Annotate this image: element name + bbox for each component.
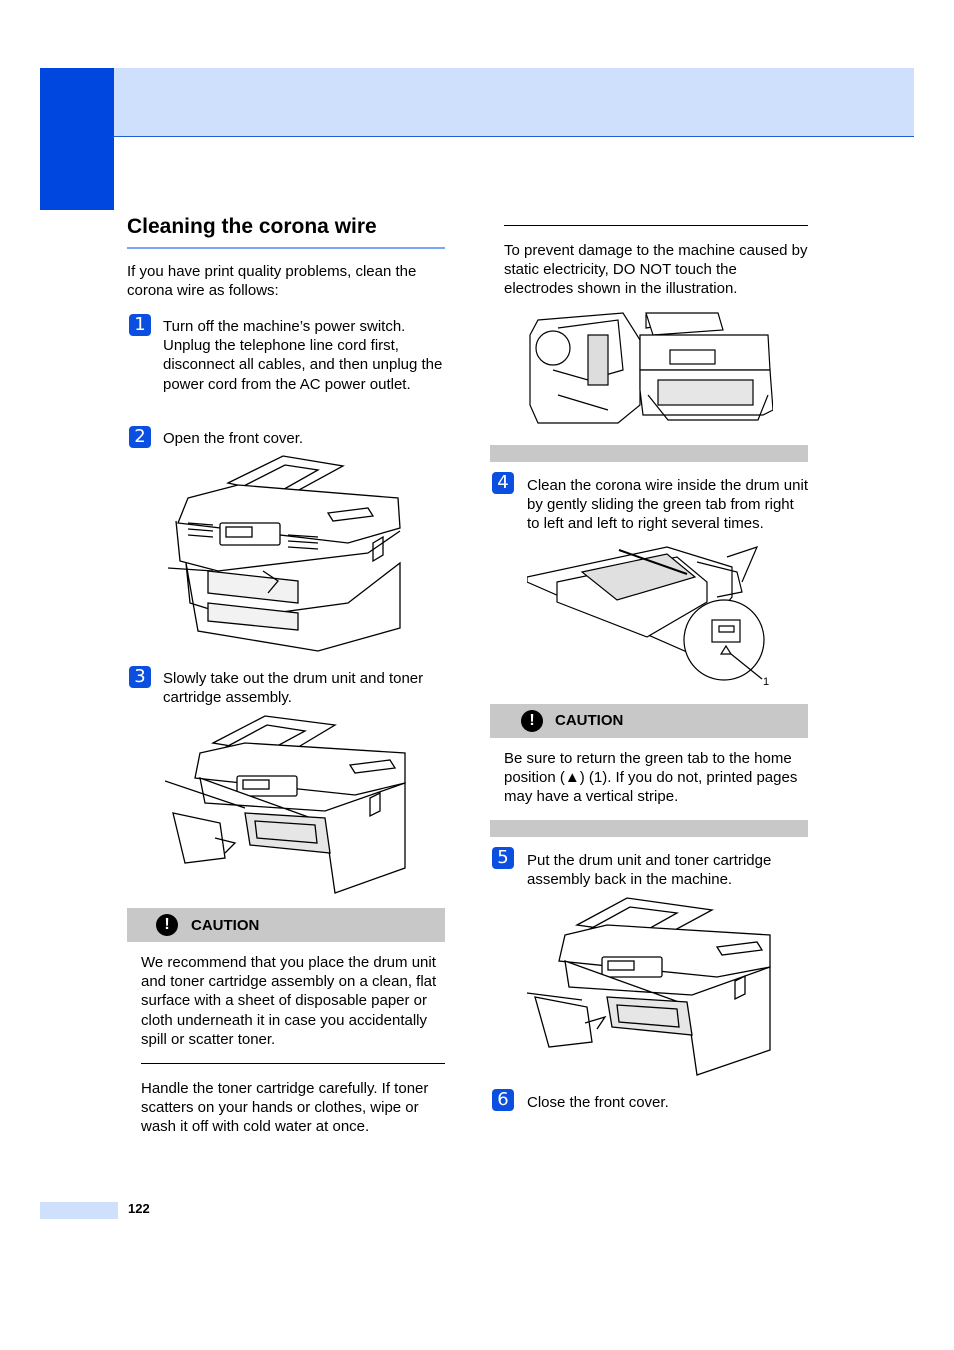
caution-label-1: CAUTION: [191, 917, 260, 934]
callout-label-1: 1: [763, 676, 769, 688]
intro-text: If you have print quality problems, clea…: [127, 263, 417, 300]
step-number-1: 1: [129, 314, 151, 336]
electrodes-illustration: [529, 312, 773, 424]
step-number-2: 2: [129, 426, 151, 448]
drum-insertion-illustration: [527, 897, 771, 1076]
exclamation-icon: !: [521, 710, 543, 732]
drum-cleaning-illustration: 1: [527, 546, 769, 688]
static-warning-text: To prevent damage to the machine caused …: [504, 242, 808, 298]
caution-bar-2: ! CAUTION: [490, 704, 808, 738]
page-number: 122: [128, 1201, 150, 1216]
caution-2-text: Be sure to return the green tab to the h…: [504, 750, 798, 806]
printer-open-cover-illustration: [168, 455, 401, 652]
exclamation-icon: !: [156, 914, 178, 936]
step-4-text: Clean the corona wire inside the drum un…: [527, 477, 808, 533]
step-3-text: Slowly take out the drum unit and toner …: [163, 670, 424, 707]
caution-label-2: CAUTION: [555, 712, 624, 729]
section-strip-1: [490, 445, 808, 462]
title-underline: [127, 247, 445, 249]
step-number-4: 4: [492, 472, 514, 494]
drum-removal-illustration: [165, 715, 406, 894]
header-band: [40, 68, 914, 137]
step-number-3: 3: [129, 666, 151, 688]
step-number-5: 5: [492, 847, 514, 869]
section-strip-2: [490, 820, 808, 837]
step-number-6: 6: [492, 1089, 514, 1111]
caution-bar-1: ! CAUTION: [127, 908, 445, 942]
step-5-text: Put the drum unit and toner cartridge as…: [527, 852, 772, 889]
warning-divider: [504, 225, 808, 226]
step-1-text: Turn off the machine’s power switch. Unp…: [163, 318, 443, 393]
chapter-tab: [40, 68, 114, 210]
section-title: Cleaning the corona wire: [127, 215, 377, 238]
caution-1-text: We recommend that you place the drum uni…: [141, 954, 437, 1048]
page-number-bar: [40, 1202, 118, 1219]
step-2-text: Open the front cover.: [163, 430, 304, 447]
caution-1-note: Handle the toner cartridge carefully. If…: [141, 1080, 429, 1136]
caution-1-divider: [141, 1063, 445, 1064]
step-6-text: Close the front cover.: [527, 1094, 669, 1111]
